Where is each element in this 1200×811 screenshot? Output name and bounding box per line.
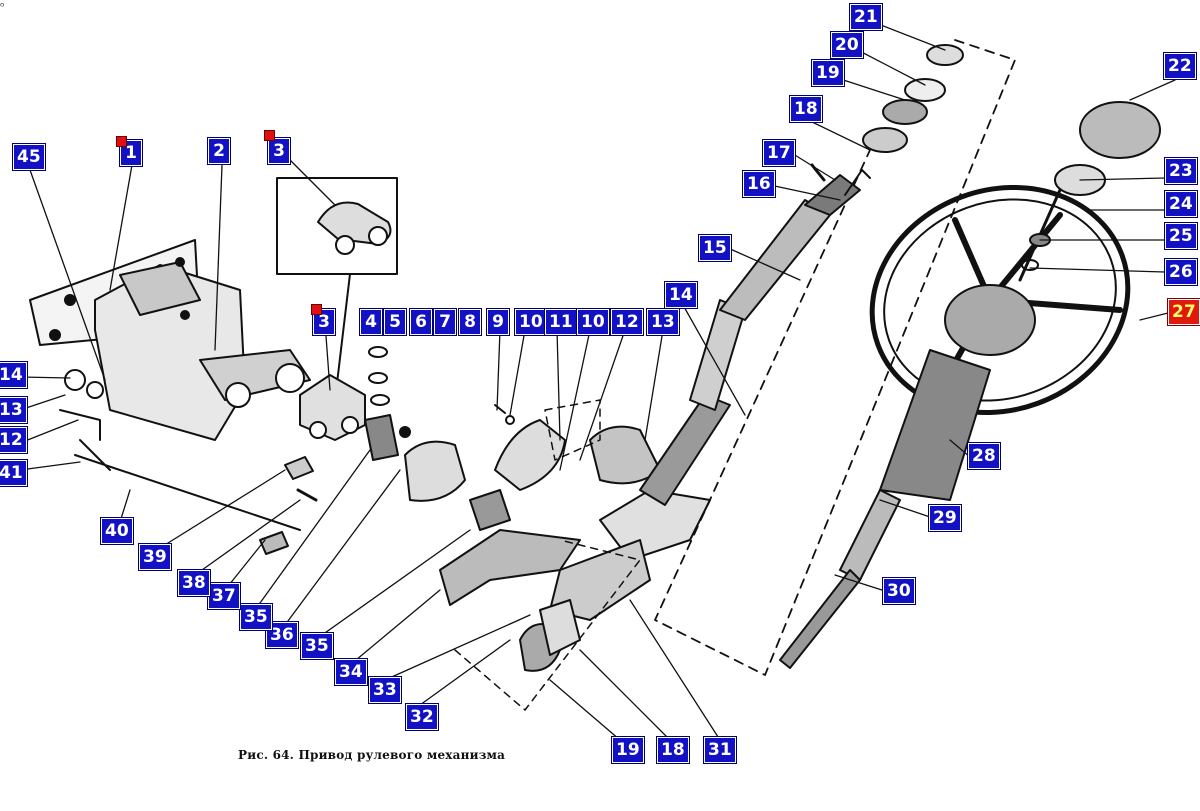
callout-3[interactable]: 3 (267, 137, 291, 165)
callout-23[interactable]: 23 (1164, 157, 1198, 185)
callout-35[interactable]: 35 (300, 632, 334, 660)
callout-17[interactable]: 17 (762, 139, 796, 167)
callout-20[interactable]: 20 (830, 31, 864, 59)
callout-39[interactable]: 39 (138, 543, 172, 571)
callout-35[interactable]: 35 (239, 603, 273, 631)
callout-26[interactable]: 26 (1164, 258, 1198, 286)
universal-joint-fork (317, 201, 392, 255)
marker-flag-3 (264, 130, 275, 141)
steering-column (639, 169, 871, 506)
fastener-parts (259, 346, 515, 555)
callout-13[interactable]: 13 (0, 396, 28, 424)
steering-wheel (779, 184, 1131, 669)
callout-40[interactable]: 40 (100, 517, 134, 545)
callout-10[interactable]: 10 (576, 308, 610, 336)
callout-31[interactable]: 31 (703, 736, 737, 764)
steering-gear-housing (29, 239, 311, 531)
callout-18[interactable]: 18 (656, 736, 690, 764)
callout-16[interactable]: 16 (742, 170, 776, 198)
callout-13[interactable]: 13 (646, 308, 680, 336)
callout-19[interactable]: 19 (811, 59, 845, 87)
callout-2[interactable]: 2 (207, 137, 231, 165)
callout-3[interactable]: 3 (312, 308, 336, 336)
callout-12[interactable]: 12 (0, 426, 28, 454)
callout-6[interactable]: 6 (409, 308, 433, 336)
callout-14[interactable]: 14 (664, 281, 698, 309)
callout-36[interactable]: 36 (265, 621, 299, 649)
callout-37[interactable]: 37 (207, 582, 241, 610)
callout-8[interactable]: 8 (458, 308, 482, 336)
callout-24[interactable]: 24 (1164, 190, 1198, 218)
figure-caption: Рис. 64. Привод рулевого механизма (238, 748, 506, 762)
detail-inset (276, 177, 398, 275)
callout-7[interactable]: 7 (433, 308, 457, 336)
callout-19[interactable]: 19 (611, 736, 645, 764)
callout-5[interactable]: 5 (383, 308, 407, 336)
callout-25[interactable]: 25 (1164, 222, 1198, 250)
callout-45[interactable]: 45 (12, 143, 46, 171)
callout-11[interactable]: 11 (544, 308, 578, 336)
callout-18[interactable]: 18 (789, 95, 823, 123)
page-footer-blank (0, 772, 1200, 811)
callout-29[interactable]: 29 (928, 504, 962, 532)
callout-22[interactable]: 22 (1163, 52, 1197, 80)
marker-flag-3 (311, 304, 322, 315)
callout-38[interactable]: 38 (177, 569, 211, 597)
callout-34[interactable]: 34 (334, 658, 368, 686)
callout-30[interactable]: 30 (882, 577, 916, 605)
upper-bearings (862, 44, 964, 153)
callout-4[interactable]: 4 (359, 308, 383, 336)
callout-33[interactable]: 33 (368, 676, 402, 704)
callout-32[interactable]: 32 (405, 703, 439, 731)
corner-mark: ᵒ (0, 0, 5, 13)
callout-28[interactable]: 28 (967, 442, 1001, 470)
marker-flag-1 (116, 136, 127, 147)
callout-10[interactable]: 10 (514, 308, 548, 336)
callout-15[interactable]: 15 (698, 234, 732, 262)
callout-21[interactable]: 21 (849, 3, 883, 31)
callout-9[interactable]: 9 (486, 308, 510, 336)
callout-12[interactable]: 12 (610, 308, 644, 336)
callout-27[interactable]: 27 (1167, 298, 1200, 326)
callout-41[interactable]: 41 (0, 459, 28, 487)
callout-14[interactable]: 14 (0, 361, 28, 389)
leader-lines (19, 19, 1176, 741)
